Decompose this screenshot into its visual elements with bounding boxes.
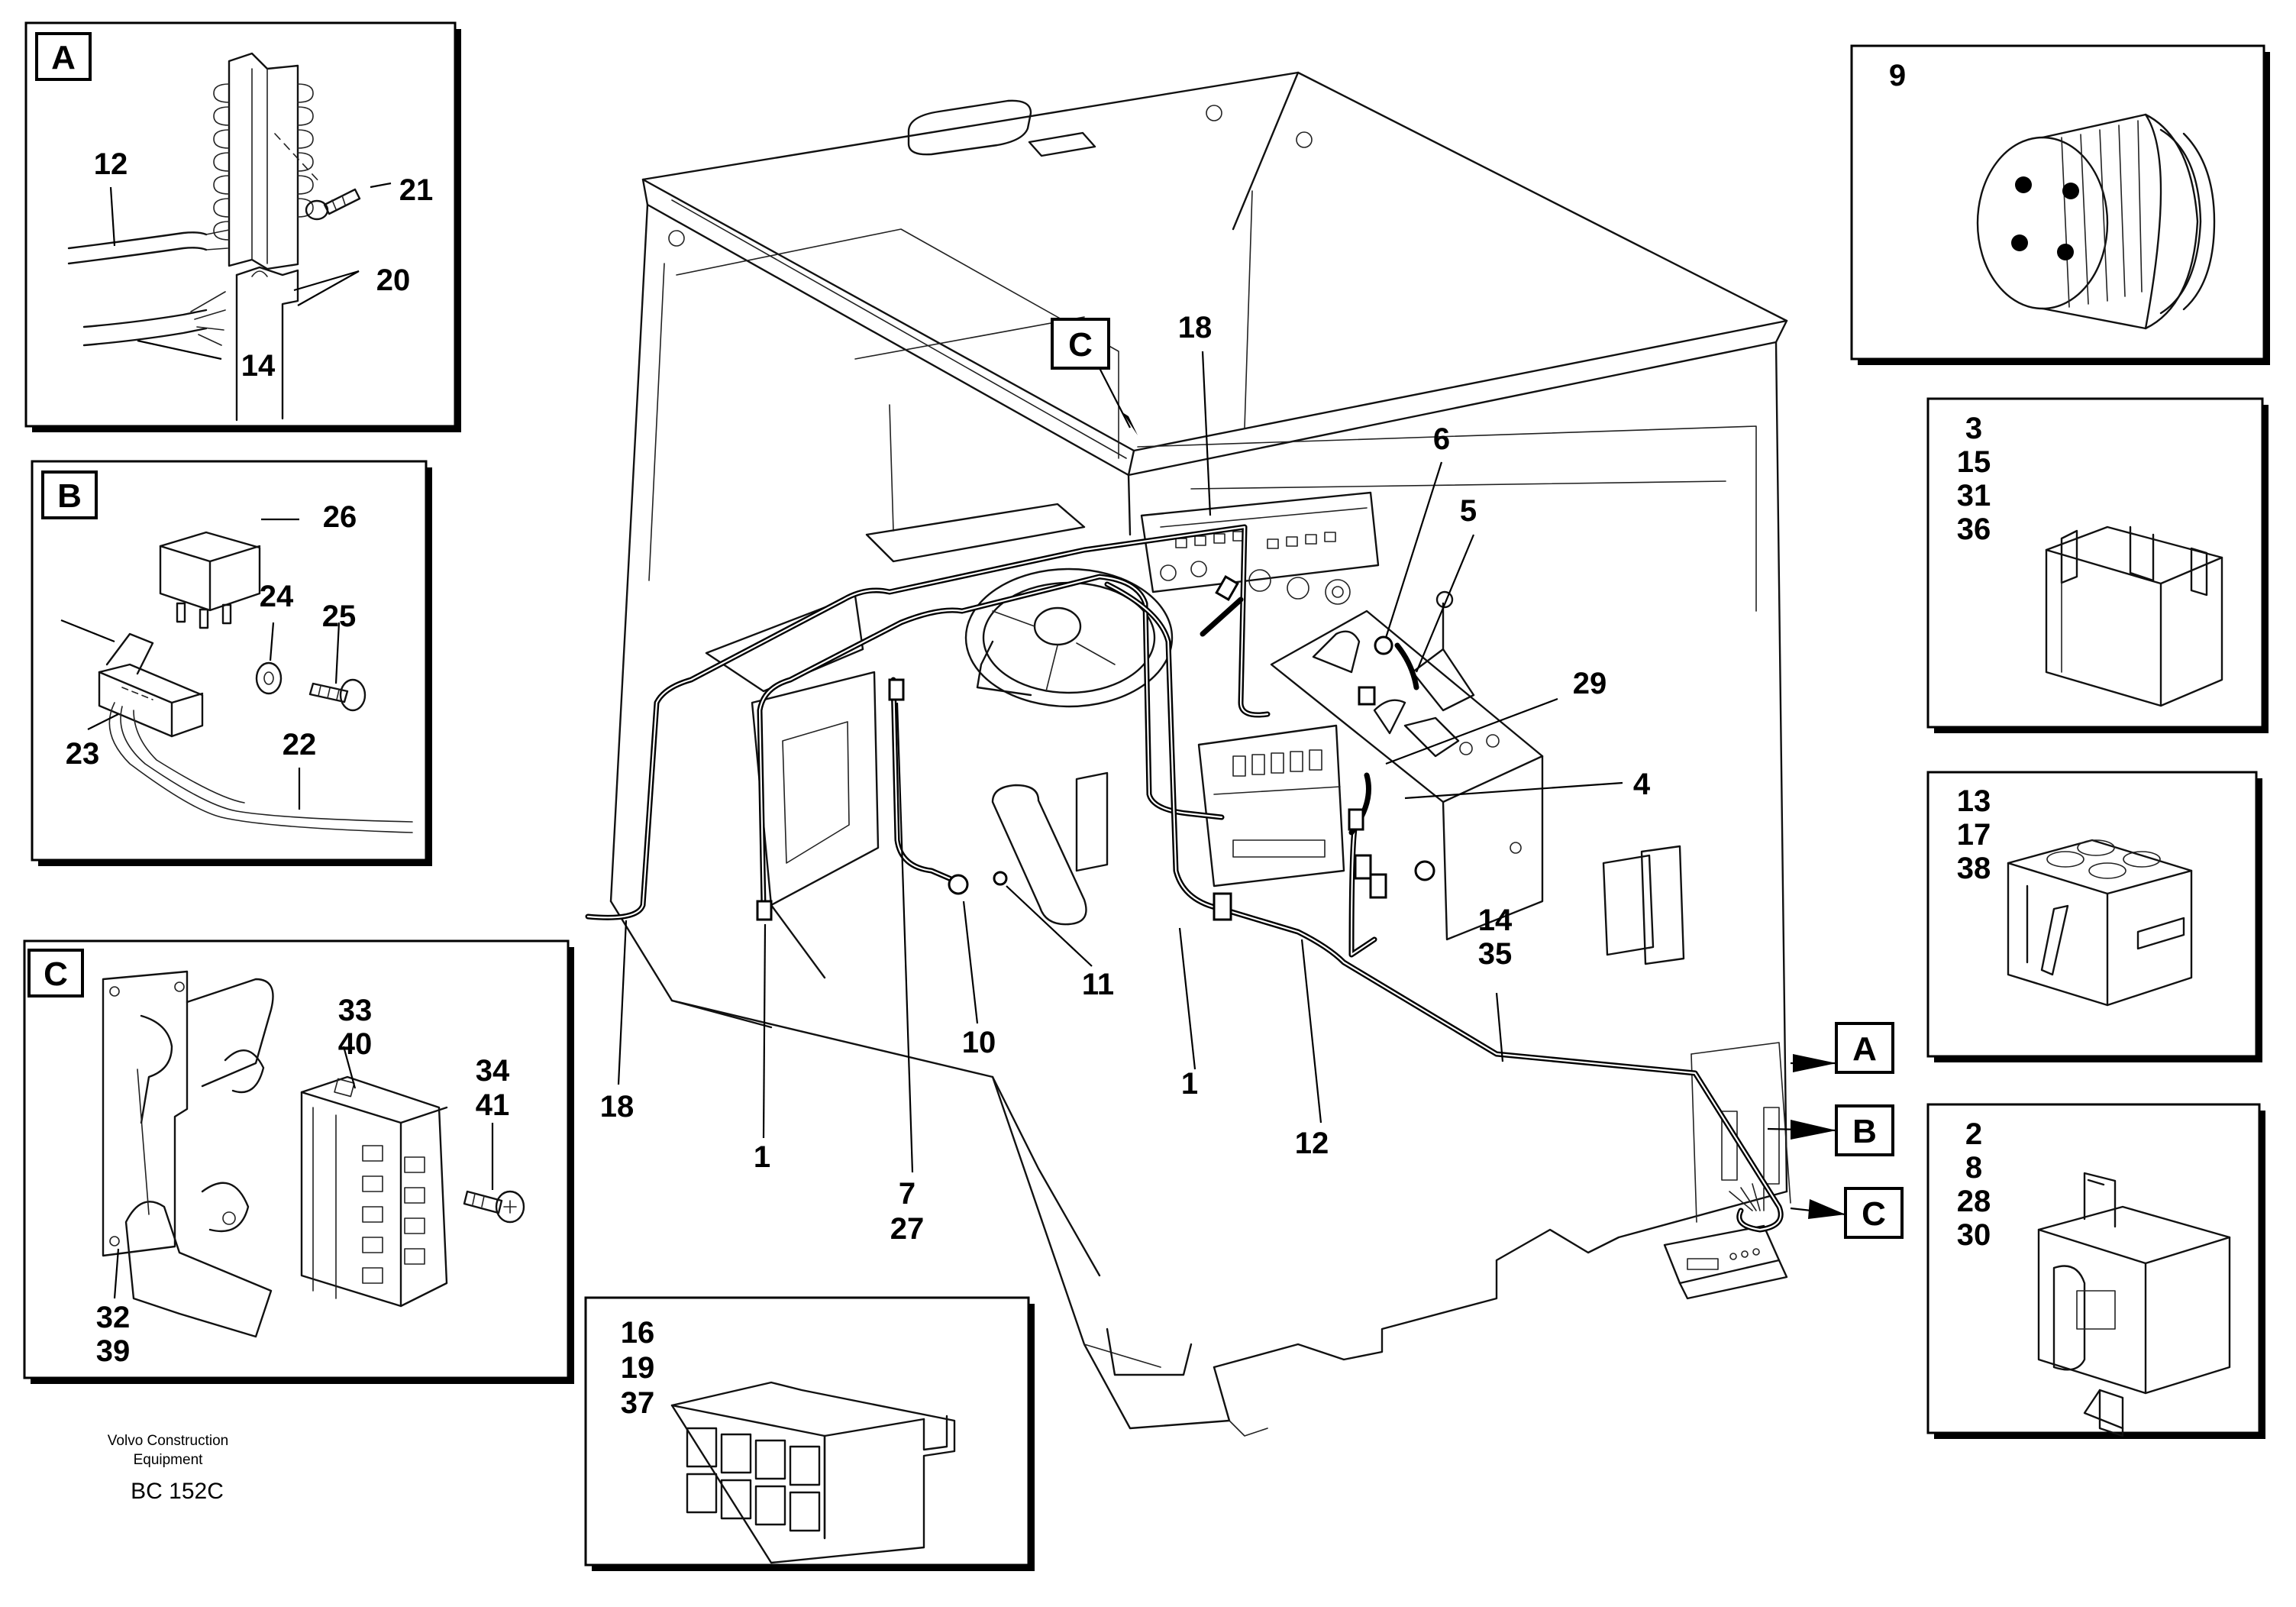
connector-2-part-28: 28	[1957, 1185, 1991, 1218]
relay-26	[159, 531, 261, 629]
view-marker-c-right: C	[1790, 1187, 1904, 1239]
detail-c-part-41: 41	[476, 1088, 510, 1122]
detail-c-label: C	[44, 955, 68, 993]
detail-b-part-22: 22	[283, 728, 317, 761]
connector-3-panel: 3 15 31 36	[1926, 397, 2269, 733]
callout-10: 10	[962, 1026, 996, 1059]
detail-a-part-20: 20	[376, 264, 411, 297]
detail-b-part-24: 24	[260, 580, 294, 613]
connector-16-panel: 16 19 37	[584, 1296, 1035, 1571]
round-connector	[1976, 113, 2216, 330]
callout-7: 7	[899, 1177, 915, 1211]
callout-12: 12	[1295, 1127, 1329, 1160]
view-marker-c-top: C	[1051, 318, 1138, 435]
connector-13-part-17: 17	[1957, 818, 1991, 852]
footer: Volvo Construction Equipment BC 152C	[108, 1433, 228, 1504]
screw-21	[305, 188, 361, 221]
credit-line-1: Volvo Construction	[108, 1433, 228, 1449]
view-marker-b-label: B	[1852, 1113, 1877, 1150]
detail-b-part-25: 25	[322, 600, 357, 633]
callout-18-bottom: 18	[600, 1090, 635, 1124]
drawing-code: BC 152C	[131, 1479, 224, 1504]
screw-34	[463, 1190, 525, 1224]
connector-3-part-36: 36	[1957, 512, 1991, 546]
detail-c-part-34: 34	[476, 1054, 510, 1088]
detail-c-part-40: 40	[338, 1027, 373, 1061]
callout-29: 29	[1573, 667, 1607, 700]
callout-18-top: 18	[1178, 311, 1213, 344]
detail-b-part-23: 23	[66, 737, 100, 771]
callout-leaders	[617, 351, 1623, 1173]
connector-8-pin	[670, 1381, 956, 1564]
gauge-cluster	[1160, 531, 1351, 605]
detail-a-label: A	[51, 39, 76, 76]
connector-2-part-30: 30	[1957, 1218, 1991, 1252]
callout-1-left: 1	[754, 1140, 770, 1174]
screw-25	[308, 678, 367, 712]
view-marker-c-right-label: C	[1862, 1195, 1886, 1233]
detail-a-part-14: 14	[241, 349, 276, 383]
view-marker-b: B	[1767, 1104, 1894, 1156]
detail-b-part-26: 26	[323, 500, 357, 534]
fuse-box-33	[300, 1075, 448, 1308]
connector-13-part-38: 38	[1957, 852, 1991, 885]
connector-2-part-8: 8	[1965, 1151, 1982, 1185]
connector-3-part-31: 31	[1957, 479, 1991, 512]
detail-a-part-12: 12	[94, 147, 128, 181]
detail-c-part-32: 32	[96, 1301, 131, 1334]
view-marker-a: A	[1791, 1022, 1894, 1074]
connector-9-panel: 9	[1850, 44, 2270, 365]
callout-11: 11	[1082, 968, 1114, 1001]
callout-14: 14	[1478, 904, 1513, 937]
view-marker-c-top-label: C	[1068, 326, 1093, 364]
detail-c-part-39: 39	[96, 1334, 131, 1368]
cab-illustration: C A B C 18 6 5 29 4 14 35 1	[585, 71, 1904, 1437]
callout-4: 4	[1633, 768, 1651, 801]
detail-a-part-21: 21	[399, 173, 434, 207]
credit-line-2: Equipment	[134, 1452, 204, 1468]
detail-a-panel: A	[24, 21, 461, 432]
callout-5: 5	[1460, 494, 1477, 528]
callout-35: 35	[1478, 937, 1513, 971]
wiring-harness	[585, 524, 1784, 1233]
connector-16-part-16: 16	[621, 1316, 655, 1350]
connector-3-part-3: 3	[1965, 412, 1982, 445]
connector-9-part-9: 9	[1889, 59, 1906, 92]
latch-connector	[2037, 1172, 2231, 1437]
steering-wheel	[964, 567, 1174, 708]
housing-connector	[2045, 525, 2223, 707]
detail-b-panel: B	[31, 460, 432, 866]
connector-2-part-2: 2	[1965, 1117, 1982, 1151]
callout-6: 6	[1433, 422, 1450, 456]
connector-13-panel: 13 17 38	[1926, 771, 2262, 1062]
connector-3-part-15: 15	[1957, 445, 1991, 479]
detail-c-panel: C	[23, 939, 574, 1384]
callout-1-mid: 1	[1181, 1067, 1198, 1101]
view-marker-a-label: A	[1852, 1030, 1877, 1068]
connector-13-part-13: 13	[1957, 784, 1991, 818]
block-connector	[2007, 839, 2193, 1007]
relay-socket-23	[98, 632, 413, 833]
connector-2-panel: 2 8 28 30	[1926, 1103, 2265, 1439]
connector-16-part-37: 37	[621, 1386, 655, 1420]
detail-c-part-33: 33	[338, 994, 373, 1027]
callout-27: 27	[890, 1212, 925, 1246]
detail-b-label: B	[57, 477, 82, 515]
mounting-bracket	[102, 970, 274, 1338]
terminal-teeth	[213, 83, 314, 241]
connector-16-part-19: 19	[621, 1351, 655, 1385]
